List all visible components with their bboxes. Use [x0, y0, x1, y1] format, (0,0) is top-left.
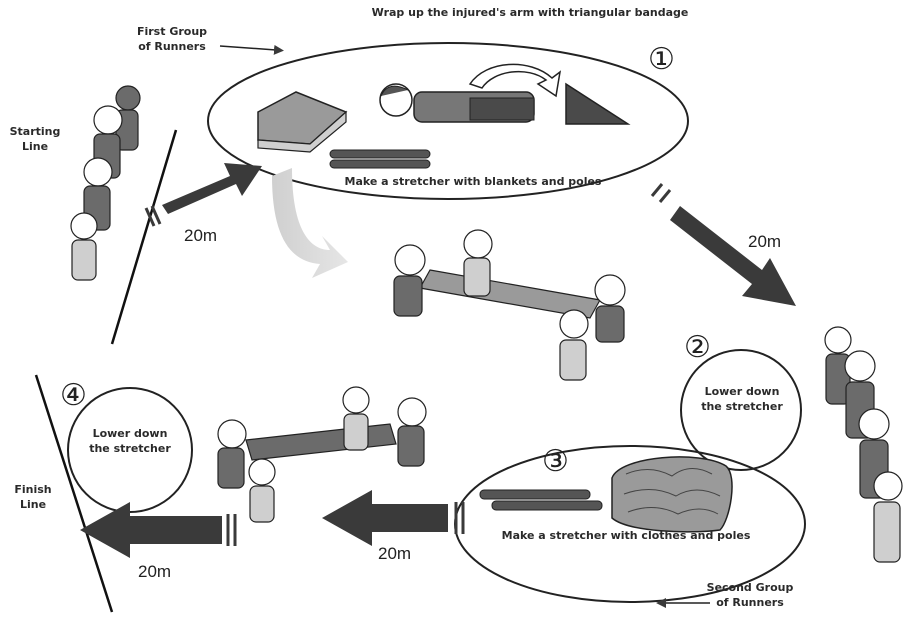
lower-down-label-4: Lower down the stretcher — [89, 427, 171, 455]
lower-down-label-2: Lower down the stretcher — [701, 385, 783, 413]
poles-icon — [329, 149, 431, 169]
arrow-to-finish — [80, 502, 237, 558]
second-runners-group — [824, 326, 903, 563]
step-number-3: ③ — [542, 444, 569, 479]
stretcher-team-icon-2 — [217, 386, 427, 523]
step-number-1: ① — [648, 42, 675, 77]
arrow-start-to-1 — [144, 163, 262, 227]
starting-line-label: Starting Line — [9, 125, 61, 153]
finish-line-label: Finish Line — [14, 483, 52, 511]
distance-label-3: 20m — [378, 544, 412, 563]
distance-label-1: 20m — [184, 226, 218, 245]
stretcher-blankets-caption: Make a stretcher with blankets and poles — [344, 175, 602, 188]
stretcher-team-icon — [393, 229, 626, 381]
stretcher-clothes-caption: Make a stretcher with clothes and poles — [501, 529, 751, 542]
step-number-2: ② — [684, 330, 711, 365]
distance-label-2: 20m — [748, 232, 782, 251]
station-1-ellipse — [207, 42, 689, 200]
injured-person-icon — [379, 83, 535, 123]
curved-arrow-icon — [468, 63, 562, 98]
station-2-circle — [680, 349, 802, 471]
arrow-1-to-2 — [650, 183, 796, 306]
distance-label-4: 20m — [138, 562, 172, 581]
blanket-stack-icon — [257, 91, 348, 153]
diagram-title: Wrap up the injured's arm with triangula… — [371, 6, 689, 19]
finish-line — [34, 374, 114, 613]
second-group-label: Second Group of Runners — [706, 581, 794, 609]
starting-runners-group — [70, 85, 141, 281]
clothes-pile-icon — [611, 456, 733, 533]
starting-line — [110, 129, 178, 345]
triangular-bandage-icon — [565, 82, 631, 125]
step-number-4: ④ — [60, 378, 87, 413]
light-curved-arrow — [272, 168, 348, 278]
first-group-arrow — [219, 44, 284, 55]
arrow-3-to-team — [322, 490, 465, 546]
first-group-label: First Group of Runners — [136, 25, 208, 53]
poles-icon-station-3 — [479, 489, 603, 511]
